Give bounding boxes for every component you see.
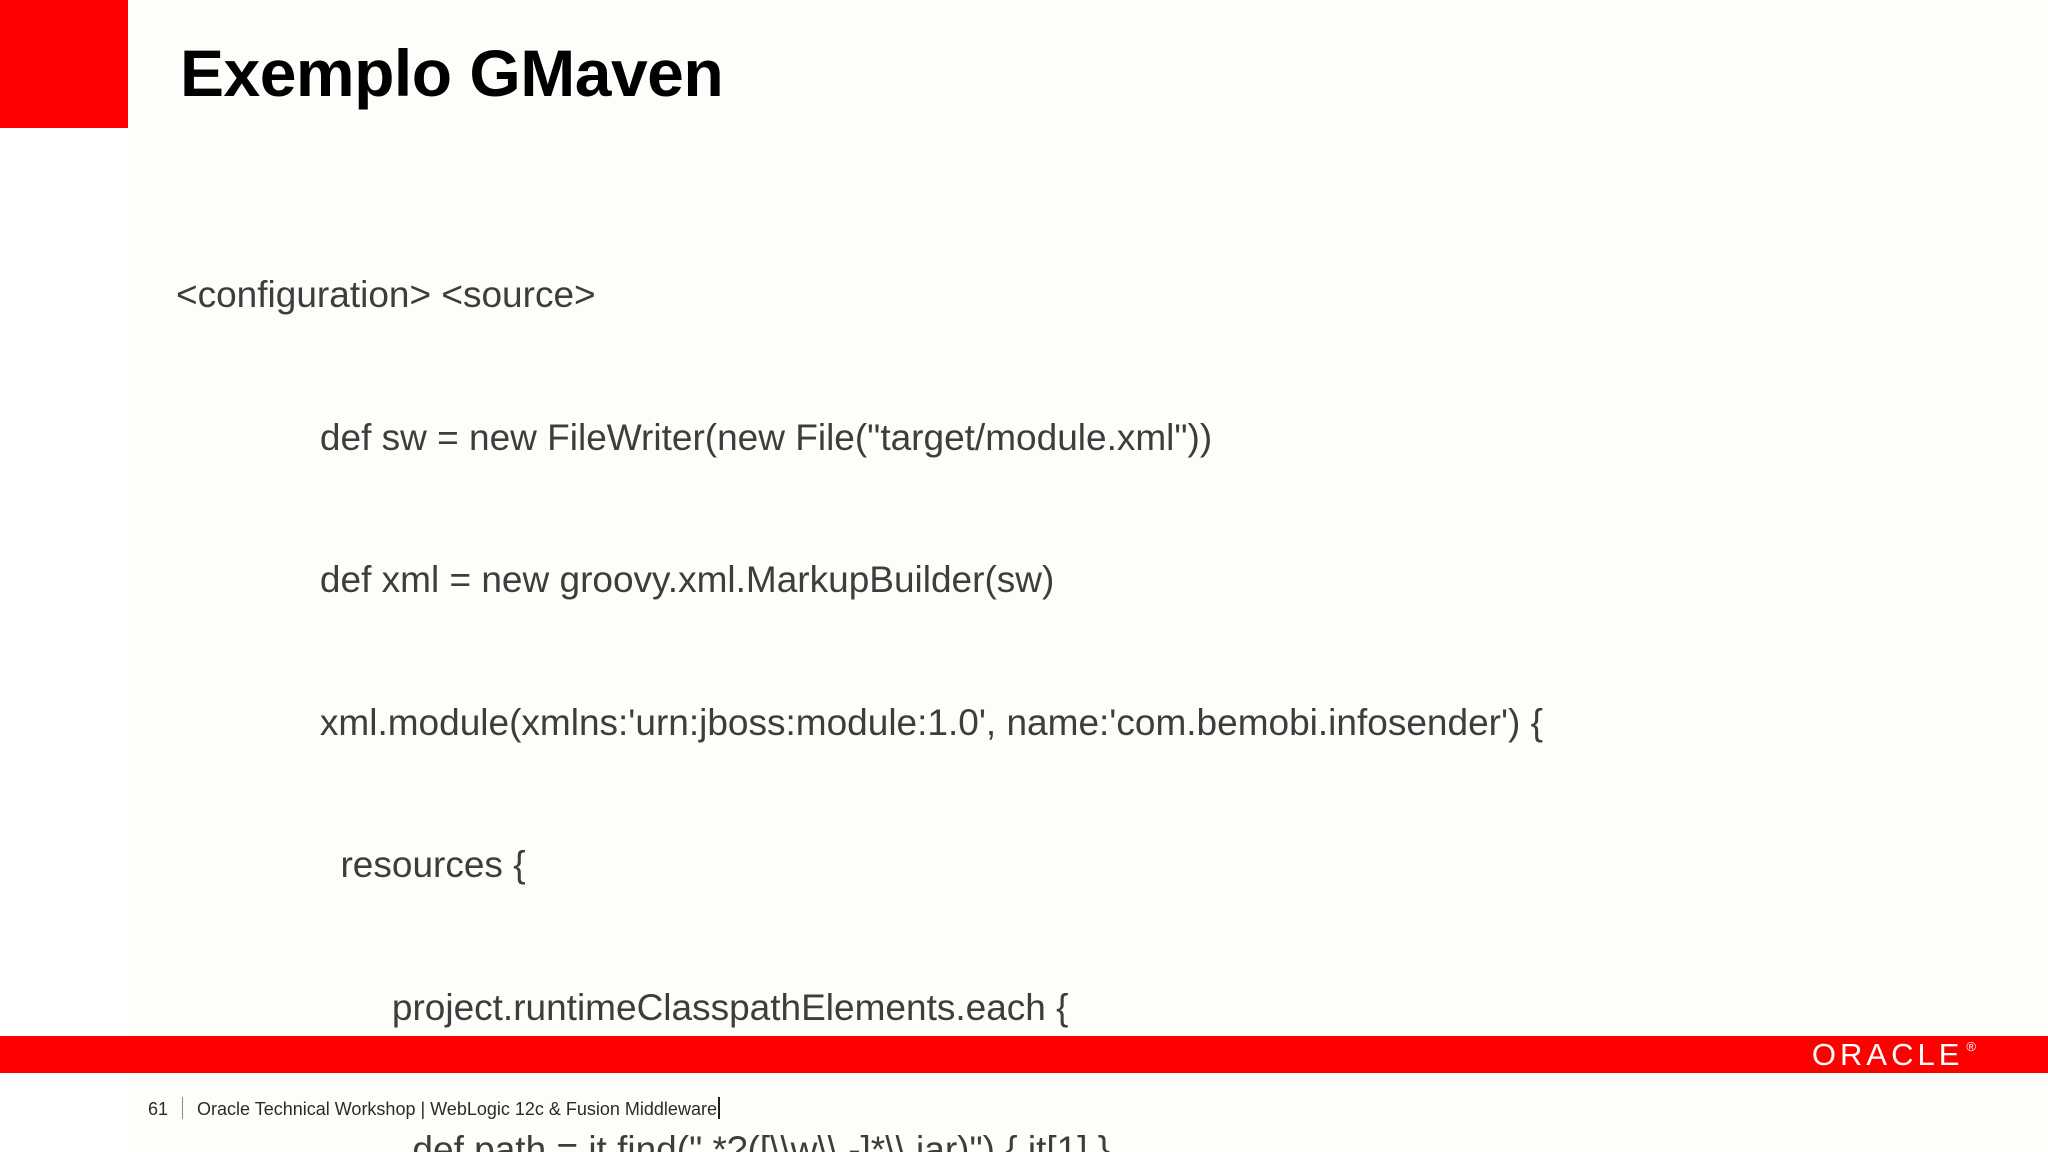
oracle-logo: ORACLE ® <box>1811 1036 1976 1072</box>
registered-trademark-icon: ® <box>1966 1039 1976 1054</box>
code-line: xml.module(xmlns:'urn:jboss:module:1.0',… <box>176 701 1543 743</box>
footer-meta: 61 Oracle Technical Workshop | WebLogic … <box>148 1093 720 1120</box>
code-line: def sw = new FileWriter(new File("target… <box>176 416 1213 458</box>
code-line: def path = it.find(".*?([\\w\\.-]*\\.jar… <box>176 1129 1111 1152</box>
code-line: resources { <box>176 844 526 885</box>
oracle-logo-text: ORACLE <box>1811 1036 1964 1072</box>
footer-red-bar <box>0 1036 2048 1073</box>
page-title: Exemplo GMaven <box>180 36 724 110</box>
red-corner-block <box>0 0 128 128</box>
left-margin-strip <box>0 0 128 1152</box>
footer-text: Oracle Technical Workshop | WebLogic 12c… <box>197 1099 717 1119</box>
code-line: project.runtimeClasspathElements.each { <box>176 986 1069 1028</box>
code-listing: <configuration> <source> def sw = new Fi… <box>176 176 1976 1152</box>
code-line: def xml = new groovy.xml.MarkupBuilder(s… <box>176 559 1055 600</box>
code-line: <configuration> <source> <box>176 274 596 315</box>
footer-separator-icon <box>182 1097 184 1119</box>
page-number: 61 <box>148 1099 169 1119</box>
text-cursor-caret <box>717 1097 720 1119</box>
